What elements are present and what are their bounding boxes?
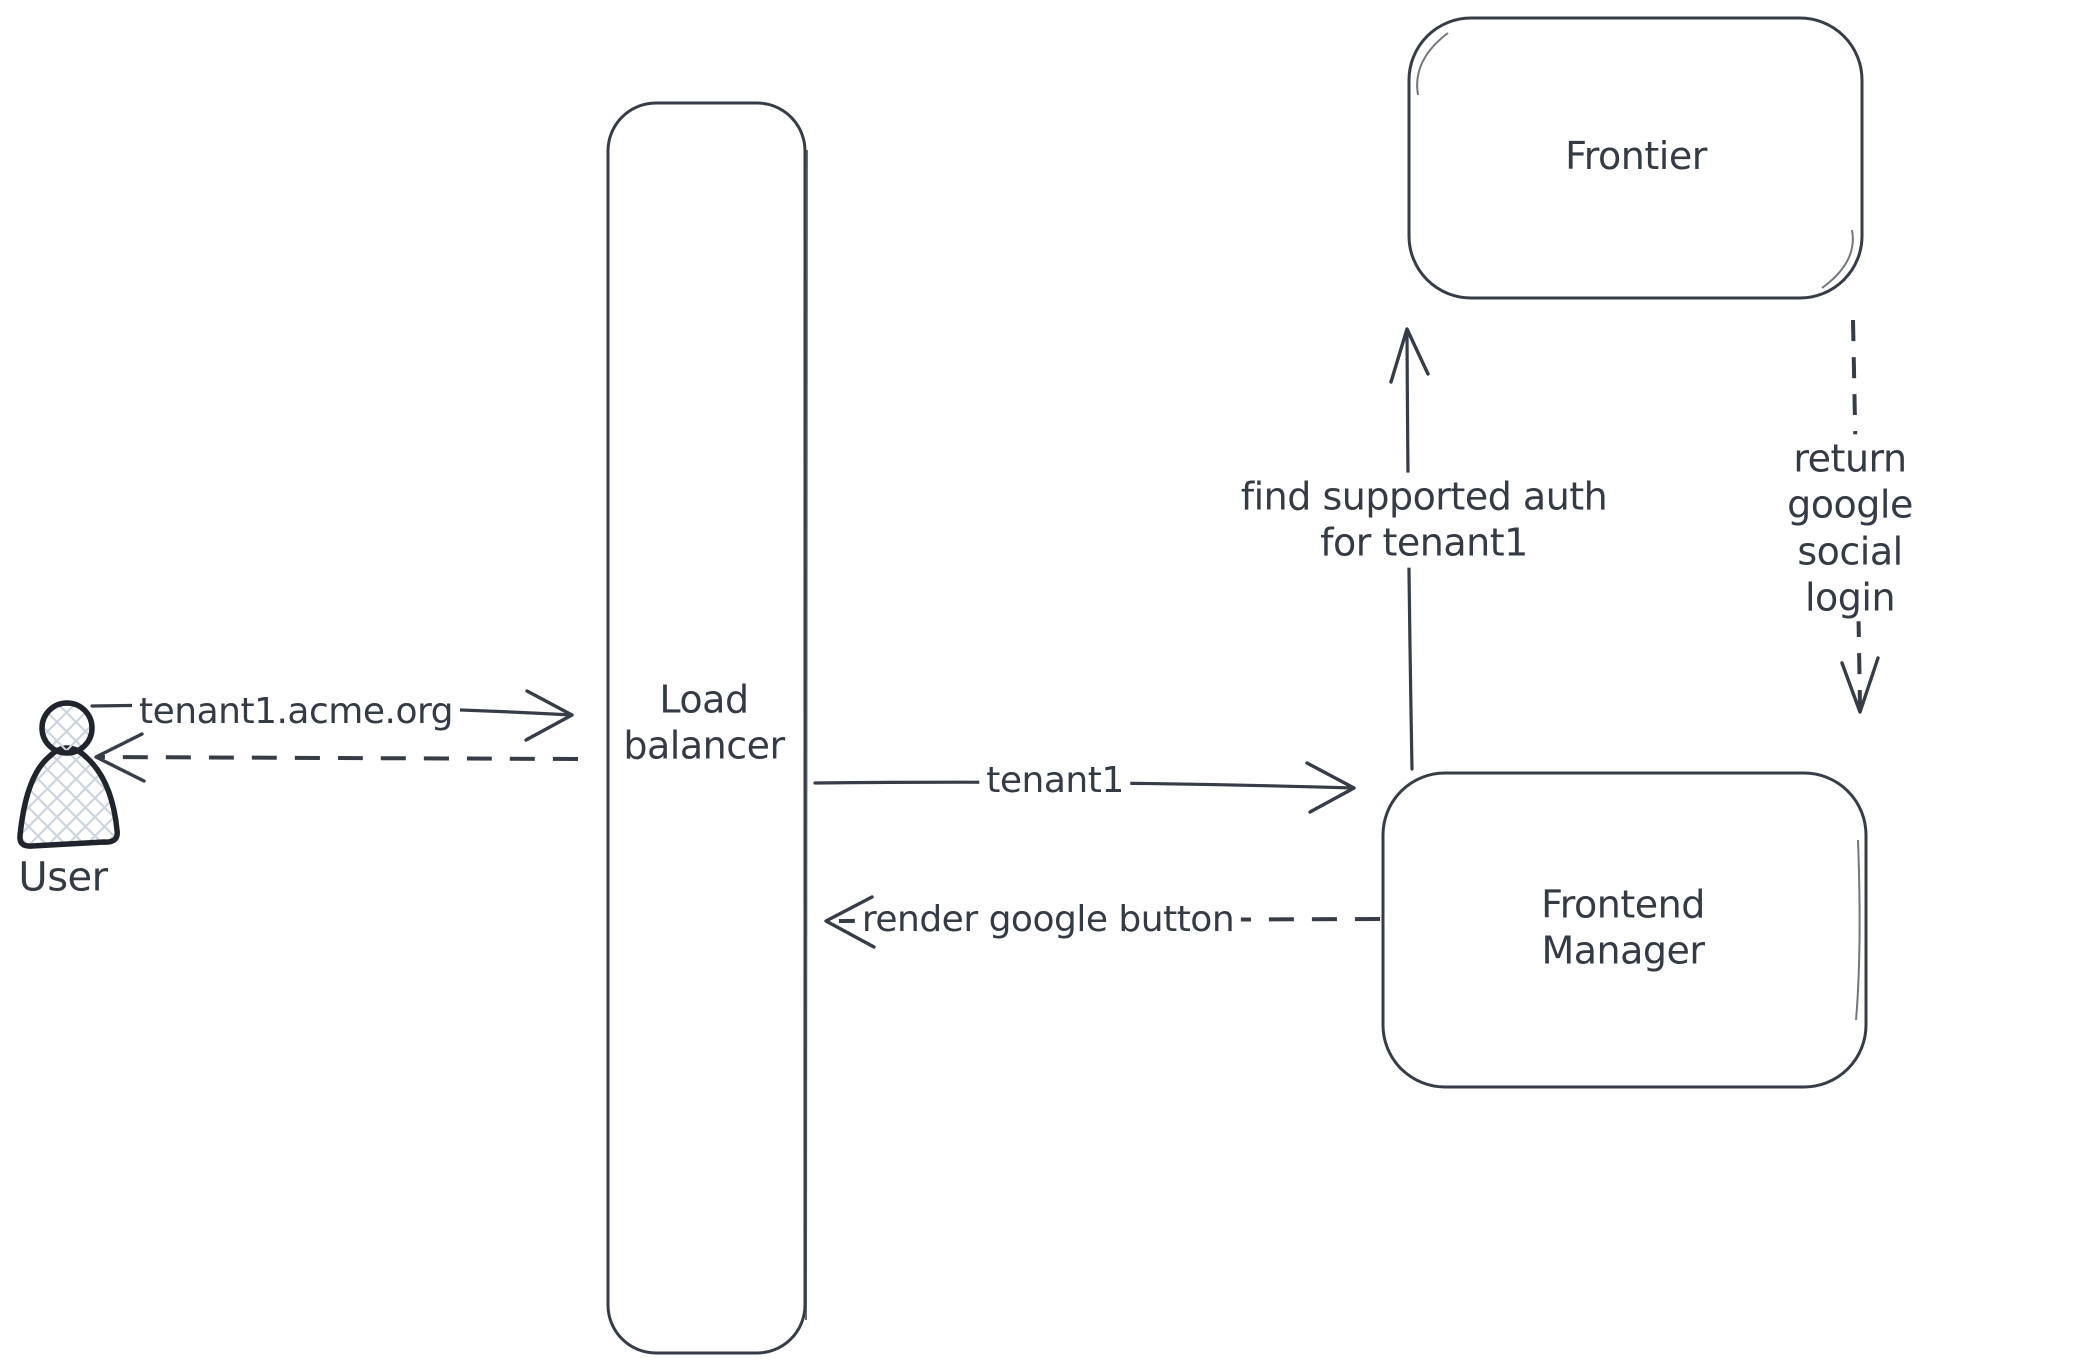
load-balancer-label: Load balancer — [616, 675, 792, 771]
frontier-label: Frontier — [1558, 131, 1714, 181]
edge-label-find-supported-auth: find supported auth for tenant1 — [1233, 472, 1615, 568]
user-actor-icon[interactable] — [17, 700, 120, 849]
edge-label-return-google-social: return google social login — [1733, 434, 1967, 622]
edge-label-route-tenant: tenant1 — [979, 758, 1131, 804]
edge-label-render-google-button: render google button — [854, 897, 1242, 943]
frontend-manager-label: Frontend Manager — [1534, 880, 1712, 976]
edge-label-request-domain: tenant1.acme.org — [132, 689, 460, 735]
arrow-response-to-user[interactable] — [95, 755, 579, 761]
user-actor-label: User — [18, 854, 108, 901]
